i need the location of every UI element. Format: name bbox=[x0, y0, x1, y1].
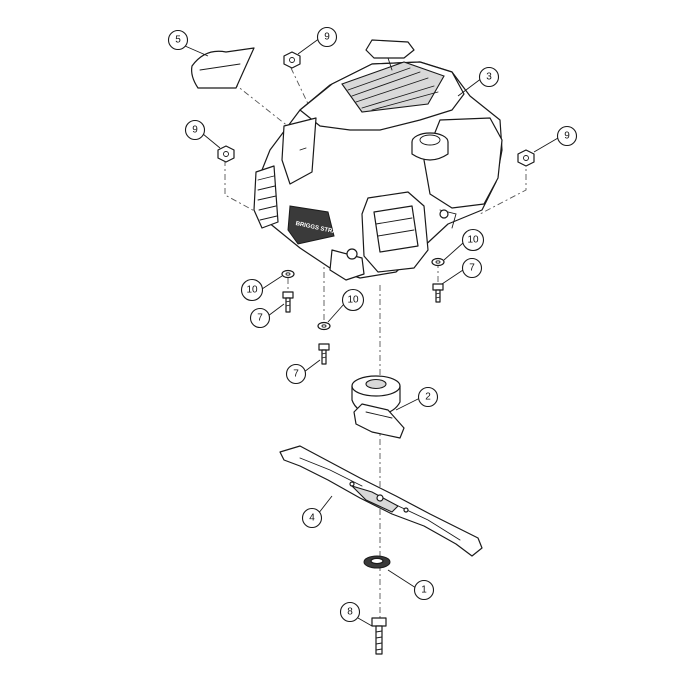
callout-number: 7 bbox=[293, 369, 299, 380]
callout-9-left: 9 bbox=[184, 119, 206, 141]
callout-10-left: 10 bbox=[240, 278, 264, 302]
callout-number: 10 bbox=[246, 285, 258, 296]
bolt-right bbox=[432, 283, 444, 303]
mower-blade bbox=[279, 445, 483, 557]
callout-9-top: 9 bbox=[316, 26, 338, 48]
cooling-fins bbox=[253, 165, 279, 229]
nut-top bbox=[283, 51, 301, 69]
callout-7-left: 7 bbox=[249, 307, 271, 329]
leader-lines bbox=[184, 37, 559, 627]
callout-9-right: 9 bbox=[556, 125, 578, 147]
washer-right bbox=[431, 257, 445, 267]
callout-10-middle: 10 bbox=[341, 288, 365, 312]
callout-5: 5 bbox=[167, 29, 189, 51]
washer-left bbox=[281, 269, 295, 279]
callout-number: 9 bbox=[324, 32, 330, 43]
callout-7-right: 7 bbox=[461, 257, 483, 279]
nut-left bbox=[217, 145, 235, 163]
callout-1: 1 bbox=[413, 579, 435, 601]
callout-number: 7 bbox=[257, 313, 263, 324]
callout-7-middle: 7 bbox=[285, 363, 307, 385]
callout-number: 9 bbox=[564, 131, 570, 142]
nut-right bbox=[517, 149, 535, 167]
callout-number: 4 bbox=[309, 513, 315, 524]
callout-3: 3 bbox=[478, 66, 500, 88]
callout-number: 10 bbox=[467, 235, 479, 246]
grille-louvers bbox=[347, 67, 439, 111]
decal-sheet bbox=[191, 47, 255, 89]
engine-assembly: BRIGGS STRATTON bbox=[253, 39, 503, 281]
callout-number: 9 bbox=[192, 125, 198, 136]
callout-number: 5 bbox=[175, 35, 181, 46]
callout-4: 4 bbox=[301, 507, 323, 529]
blade-adapter bbox=[351, 375, 405, 439]
callout-number: 7 bbox=[469, 263, 475, 274]
callout-number: 10 bbox=[347, 295, 359, 306]
callout-10-right: 10 bbox=[461, 228, 485, 252]
bolt-left bbox=[282, 291, 294, 313]
callout-number: 2 bbox=[425, 392, 431, 403]
blade-washer bbox=[363, 555, 391, 569]
callout-2: 2 bbox=[417, 386, 439, 408]
callout-number: 3 bbox=[486, 72, 492, 83]
callout-number: 1 bbox=[421, 585, 427, 596]
callout-number: 8 bbox=[347, 607, 353, 618]
washer-middle bbox=[317, 321, 331, 331]
bolt-middle bbox=[318, 343, 330, 365]
callout-8: 8 bbox=[339, 601, 361, 623]
blade-bolt bbox=[371, 617, 387, 655]
